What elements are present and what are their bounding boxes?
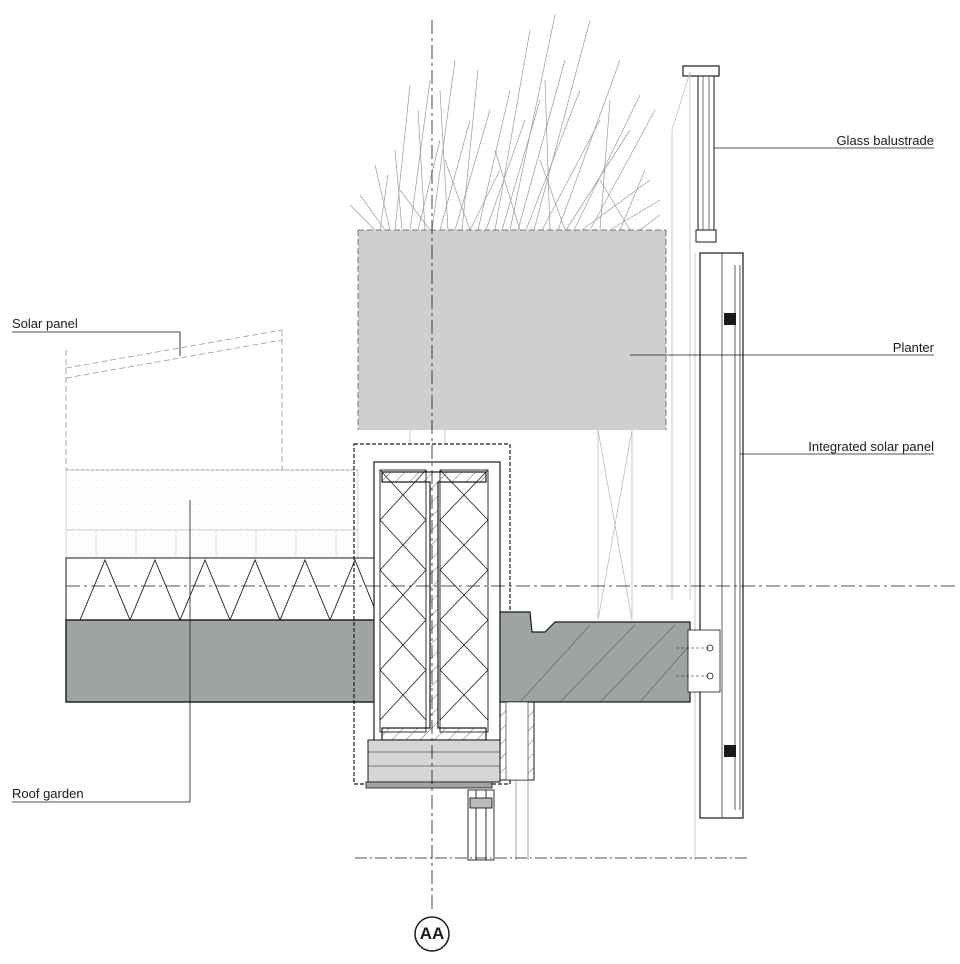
planter-box bbox=[358, 230, 666, 430]
planter-grass bbox=[349, 14, 661, 231]
cantilever-beam bbox=[499, 611, 721, 781]
integrated-solar-panel bbox=[694, 252, 744, 860]
leader-lines bbox=[12, 147, 934, 803]
rooftop-solar-panel bbox=[65, 329, 283, 470]
section-marker-label: AA bbox=[419, 924, 445, 943]
label-integrated-solar-panel: Integrated solar panel bbox=[808, 439, 934, 454]
planter-supports bbox=[409, 429, 633, 621]
concrete-slab bbox=[65, 619, 417, 703]
roof-garden-build-up bbox=[65, 469, 377, 622]
section-marker-circle bbox=[414, 916, 450, 952]
steel-beam-assembly bbox=[365, 461, 501, 789]
label-planter: Planter bbox=[892, 340, 934, 355]
label-solar-panel: Solar panel bbox=[12, 316, 78, 331]
label-glass-balustrade: Glass balustrade bbox=[836, 133, 934, 148]
glass-balustrade bbox=[671, 65, 720, 600]
window-frame bbox=[467, 780, 529, 861]
label-roof-garden: Roof garden bbox=[12, 786, 84, 801]
